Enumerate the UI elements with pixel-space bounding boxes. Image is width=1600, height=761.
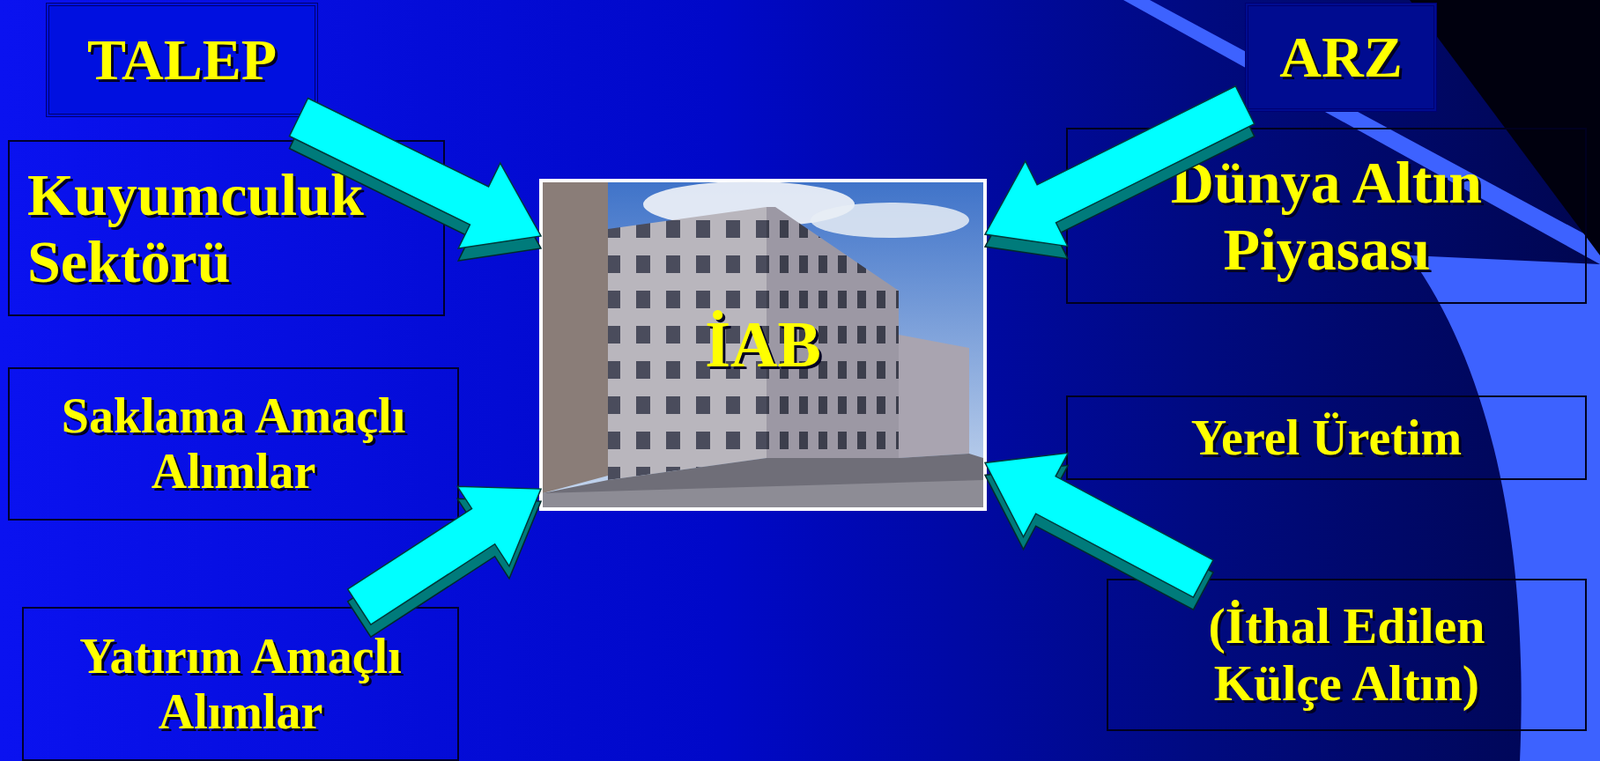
- demand-box: Kuyumculuk Sektörü: [7, 140, 445, 317]
- center-photo-box: İAB: [540, 180, 986, 510]
- connector-arrow: [985, 86, 1255, 247]
- connector-arrow: [348, 486, 541, 625]
- node-label: Kuyumculuk Sektörü: [27, 161, 426, 296]
- heading-box: ARZ: [1244, 2, 1438, 112]
- heading-box: TALEP: [45, 2, 319, 118]
- arrow-shadow: [985, 465, 1214, 610]
- node-label: Yerel Üretim: [1191, 410, 1462, 467]
- supply-box: (İthal Edilen Külçe Altın): [1106, 578, 1587, 732]
- block-arrow: [288, 97, 541, 261]
- node-label: Dünya Altın Piyasası: [1085, 148, 1568, 283]
- node-label: Saklama Amaçlı Alımlar: [22, 388, 445, 499]
- connector-arrow: [288, 97, 541, 249]
- block-arrow: [985, 452, 1214, 610]
- node-label: İAB: [704, 308, 822, 382]
- photo-frame: [540, 180, 986, 510]
- block-arrow: [348, 486, 541, 638]
- block-arrow: [985, 86, 1255, 260]
- arrow-shadow: [288, 110, 541, 261]
- demand-box: Saklama Amaçlı Alımlar: [7, 367, 460, 521]
- demand-box: Yatırım Amaçlı Alımlar: [22, 607, 460, 761]
- node-label: TALEP: [87, 27, 277, 93]
- supply-box: Dünya Altın Piyasası: [1066, 127, 1587, 304]
- arrow-shadow: [985, 98, 1255, 260]
- node-label: ARZ: [1279, 24, 1402, 90]
- node-label: (İthal Edilen Külçe Altın): [1138, 598, 1556, 713]
- arrow-shadow: [348, 498, 541, 638]
- node-label: Yatırım Amaçlı Alımlar: [36, 629, 445, 740]
- supply-box: Yerel Üretim: [1066, 395, 1587, 481]
- connector-arrow: [985, 452, 1214, 598]
